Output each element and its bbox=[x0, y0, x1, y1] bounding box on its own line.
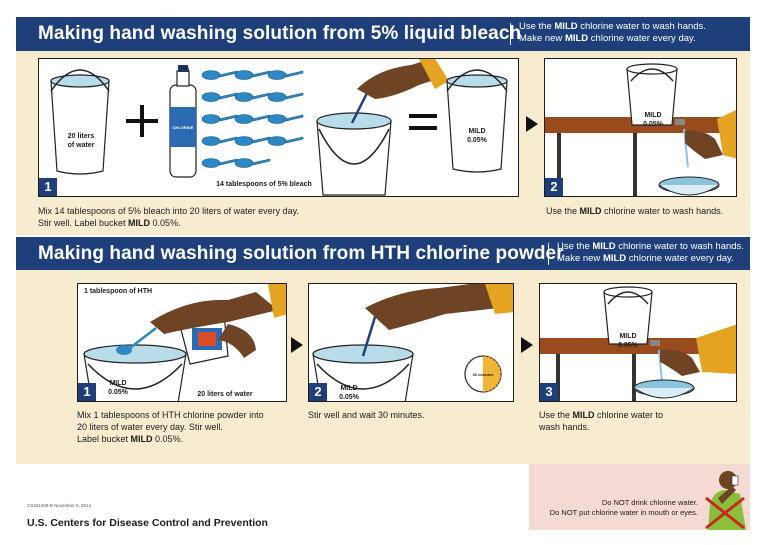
organization-name: U.S. Centers for Disease Control and Pre… bbox=[27, 517, 268, 529]
section1-banner: Making hand washing solution from 5% liq… bbox=[16, 17, 750, 51]
step-number: 1 bbox=[78, 383, 96, 401]
handwashing-station-illustration bbox=[540, 286, 736, 401]
step-number: 1 bbox=[39, 178, 57, 196]
section2-title: Making hand washing solution from HTH ch… bbox=[38, 243, 564, 264]
banner-divider bbox=[510, 23, 511, 45]
banner-divider bbox=[548, 243, 549, 265]
section1-note: Use the MILD chlorine water to wash hand… bbox=[519, 21, 706, 44]
section1-step2-caption: Use the MILD chlorine water to wash hand… bbox=[546, 206, 724, 216]
spoons-label: 14 tablespoons of 5% bleach bbox=[216, 181, 312, 188]
step-number: 3 bbox=[540, 383, 558, 401]
bucket-20-liters-label: 20 liters of water bbox=[67, 133, 95, 149]
hth-amount-label: 1 tablespoon of HTH bbox=[84, 288, 153, 295]
clock-label: 30 minutes bbox=[472, 372, 494, 377]
section1-step1-illustration: 20 liters of water 5% CHLORINE 14 tables… bbox=[38, 58, 519, 197]
no-drinking-icon bbox=[705, 471, 746, 530]
document-id: CS251408-B November 5, 2014 bbox=[27, 503, 92, 508]
bottle-brand-label: CHLORINE bbox=[172, 125, 194, 130]
bucket-mild-label: MILD 0.05% bbox=[618, 333, 638, 349]
section2-step3-illustration: MILD 0.05% 3 bbox=[539, 283, 737, 402]
step-number: 2 bbox=[545, 178, 563, 196]
bottle-percent-label: 5% bbox=[178, 66, 190, 73]
step-number: 2 bbox=[309, 383, 327, 401]
bucket-mild-label: MILD 0.05% bbox=[643, 112, 663, 128]
section2-step3-caption: Use the MILD chlorine water to wash hand… bbox=[539, 410, 664, 432]
section2-step1-illustration: 1 tablespoon of HTH MILD 0.05% 20 liters… bbox=[77, 283, 287, 402]
step-arrow bbox=[291, 337, 303, 353]
section2-banner: Making hand washing solution from HTH ch… bbox=[16, 237, 750, 270]
result-bucket-label: MILD 0.05% bbox=[467, 128, 487, 144]
section1-title: Making hand washing solution from 5% liq… bbox=[38, 23, 522, 44]
water-amount-label: 20 liters of water bbox=[197, 391, 253, 398]
section2-step1-caption: Mix 1 tablespoons of HTH chlorine powder… bbox=[77, 410, 264, 444]
bucket-mild-label: MILD 0.05% bbox=[108, 380, 128, 396]
section1-step1-caption: Mix 14 tablespoons of 5% bleach into 20 … bbox=[38, 206, 299, 228]
section2-step2-caption: Stir well and wait 30 minutes. bbox=[308, 410, 425, 420]
handwashing-station-illustration bbox=[545, 63, 736, 196]
warning-text: Do NOT drink chlorine water. Do NOT put … bbox=[549, 498, 698, 517]
bleach-mixing-illustration bbox=[50, 59, 508, 196]
section1-step2-illustration: MILD 0.05% 2 bbox=[544, 58, 737, 197]
hth-mixing-illustration bbox=[83, 284, 286, 401]
step-arrow bbox=[521, 337, 533, 353]
bucket-mild-label: MILD 0.05% bbox=[339, 385, 359, 401]
section2-note: Use the MILD chlorine water to wash hand… bbox=[557, 241, 744, 264]
stirring-illustration bbox=[312, 284, 513, 401]
section2-step2-illustration: MILD 0.05% 30 minutes 2 bbox=[308, 283, 514, 402]
step-arrow bbox=[526, 116, 538, 132]
warning-box: Do NOT drink chlorine water. Do NOT put … bbox=[529, 464, 750, 530]
